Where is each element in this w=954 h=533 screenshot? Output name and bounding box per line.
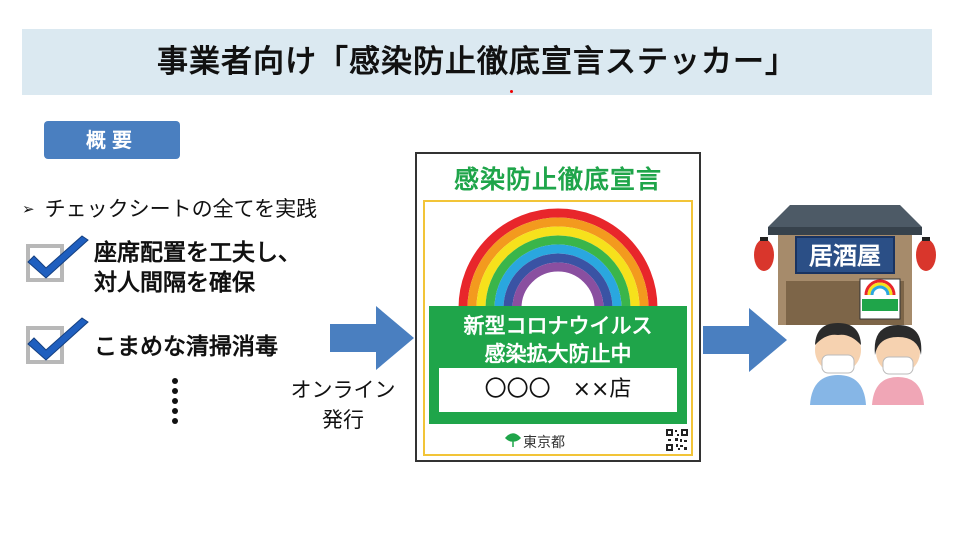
title-bar: 事業者向け「感染防止徹底宣言ステッカー」 — [22, 29, 932, 95]
sticker-line2: 感染拡大防止中 — [484, 342, 632, 366]
ellipsis-dots — [172, 378, 180, 428]
store-name: 〇〇〇 ××店 — [484, 377, 632, 402]
sticker-green-panel: 新型コロナウイルス 感染拡大防止中 〇〇〇 ××店 — [429, 306, 687, 424]
issuer-label: 東京都 — [523, 435, 565, 451]
izakaya-shop-icon: 居酒屋 — [754, 205, 936, 405]
check-line-1b: 対人間隔を確保 — [94, 270, 255, 296]
ginkgo-leaf-icon — [505, 433, 521, 447]
sticker: 感染防止徹底宣言 新型コロナウイルス 感染拡大防止中 〇〇〇 ××店 東京都 — [415, 152, 701, 462]
page-title: 事業者向け「感染防止徹底宣言ステッカー」 — [157, 44, 797, 80]
check-text-1: 座席配置を工夫し、 対人間隔を確保 — [94, 238, 301, 298]
checkmark-icon — [27, 317, 89, 361]
check-line-2a: こまめな清掃消毒 — [94, 334, 278, 360]
check-line-1a: 座席配置を工夫し、 — [94, 240, 301, 266]
izakaya-sign-text: 居酒屋 — [809, 242, 881, 270]
online-label-line2: 発行 — [322, 408, 364, 432]
sticker-inner-frame: 新型コロナウイルス 感染拡大防止中 〇〇〇 ××店 東京都 — [423, 200, 693, 456]
check-text-2: こまめな清掃消毒 — [94, 332, 278, 362]
bullet-arrow-icon: ➢ — [22, 200, 35, 218]
online-issue-label: オンライン 発行 — [283, 375, 403, 435]
right-arrow-icon — [330, 306, 414, 370]
sticker-title: 感染防止徹底宣言 — [453, 165, 662, 194]
izakaya-illustration: 居酒屋 — [750, 195, 940, 409]
bullet-item: ➢ チェックシートの全てを実践 — [22, 193, 317, 223]
right-arrow-icon — [703, 308, 787, 372]
store-name-box: 〇〇〇 ××店 — [439, 368, 677, 412]
bullet-text: チェックシートの全てを実践 — [44, 197, 318, 221]
checkmark-icon — [27, 235, 89, 279]
rainbow-icon — [458, 208, 658, 308]
red-dot-mark — [510, 90, 513, 93]
qr-code-icon — [665, 428, 689, 452]
sticker-line1: 新型コロナウイルス — [463, 314, 653, 338]
online-label-line1: オンライン — [290, 378, 396, 402]
overview-badge: 概要 — [44, 121, 180, 159]
